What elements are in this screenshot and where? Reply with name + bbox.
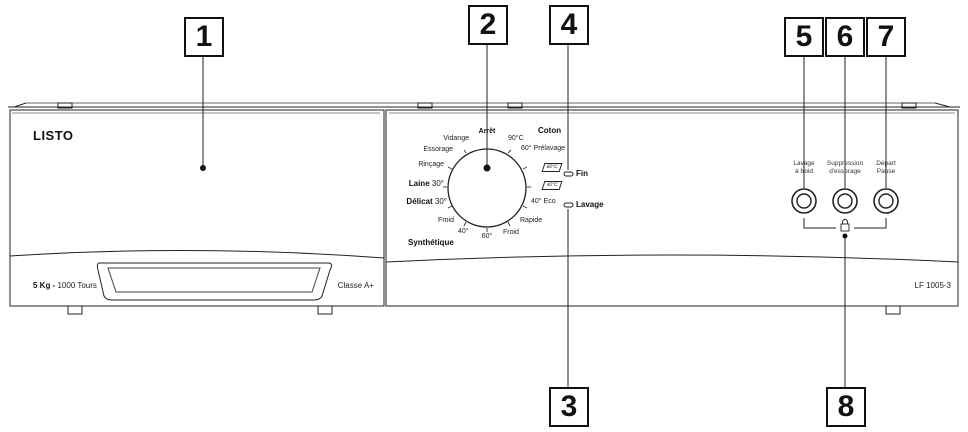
- program-40-eco: 40° Eco: [531, 198, 556, 205]
- callout-8: 8: [826, 387, 866, 427]
- program-rincage: Rinçage: [418, 161, 444, 168]
- start-pause-button[interactable]: [873, 188, 899, 214]
- program-arret: Arrêt: [478, 128, 496, 135]
- delicat-bold: Délicat: [406, 197, 433, 206]
- capacity-rest: 1000 Tours: [57, 281, 97, 290]
- callout-7: 7: [866, 17, 906, 57]
- delicat-temp: 30°: [434, 197, 447, 206]
- temp-60-icon: 60°C: [541, 163, 563, 172]
- callout-1: 1: [184, 17, 224, 57]
- program-90c: 90°C: [508, 135, 524, 142]
- cold-wash-button[interactable]: [791, 188, 817, 214]
- energy-class-label: Classe A+: [337, 281, 374, 290]
- program-60: 60°: [481, 233, 493, 240]
- program-coton: Coton: [538, 126, 562, 135]
- button-7-line1: Départ: [876, 160, 896, 167]
- program-synthetique: Synthétique: [408, 238, 454, 247]
- lock-icon: [840, 218, 850, 232]
- callout-6: 6: [825, 17, 865, 57]
- indicator-lavage: Lavage: [576, 200, 604, 209]
- callout-2: 2: [468, 5, 508, 45]
- button-6-line2: d'essorage: [829, 168, 861, 175]
- button-6-line1: Suppression: [826, 160, 864, 167]
- program-selector-dial[interactable]: [448, 149, 526, 227]
- program-40: 40°: [458, 228, 469, 235]
- program-froid-right: Froid: [503, 229, 519, 236]
- capacity-bold: 5 Kg -: [33, 281, 56, 290]
- brand-logo: LISTO: [33, 128, 74, 143]
- program-rapide: Rapide: [520, 217, 543, 224]
- button-6-label: Suppression d'essorage: [827, 160, 863, 176]
- callout-4: 4: [549, 5, 589, 45]
- laine-bold: Laine: [408, 179, 430, 188]
- indicator-fin: Fin: [576, 169, 588, 178]
- button-5-label: Lavage à froid: [793, 160, 814, 176]
- model-label: LF 1005-3: [914, 281, 951, 290]
- spin-cancel-button[interactable]: [832, 188, 858, 214]
- program-laine: Laine 30°: [409, 180, 444, 188]
- temp-40-icon: 40°C: [541, 181, 563, 190]
- button-7-line2: Pause: [876, 168, 896, 175]
- detergent-drawer-handle[interactable]: [100, 263, 330, 300]
- capacity-label: 5 Kg - 1000 Tours: [33, 282, 97, 290]
- laine-temp: 30°: [431, 179, 444, 188]
- button-5-line2: à froid: [794, 168, 814, 175]
- program-60-prelavage: 60° Prélavage: [521, 145, 566, 152]
- callout-5: 5: [784, 17, 824, 57]
- program-froid-left: Froid: [438, 217, 454, 224]
- program-vidange: Vidange: [443, 135, 469, 142]
- program-essorage: Essorage: [423, 146, 453, 153]
- callout-3: 3: [549, 387, 589, 427]
- program-delicat: Délicat 30°: [406, 198, 447, 206]
- button-5-line1: Lavage: [793, 160, 815, 167]
- button-7-label: Départ Pause: [876, 160, 896, 176]
